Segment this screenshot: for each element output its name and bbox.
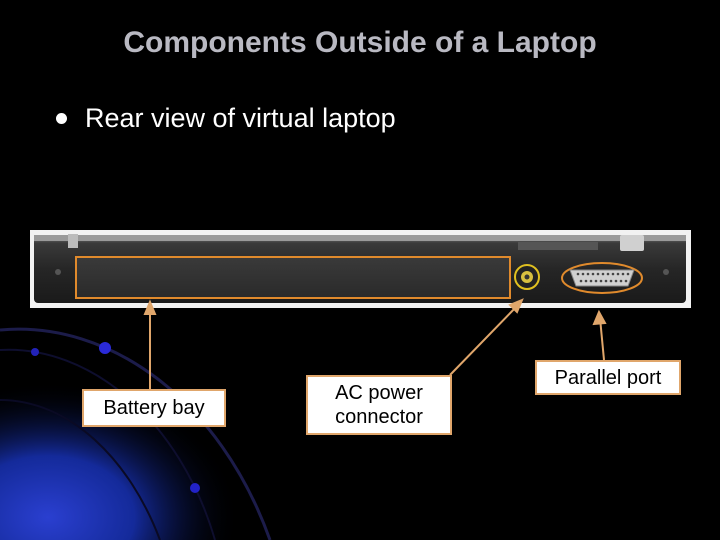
bullet-text: Rear view of virtual laptop xyxy=(85,103,396,133)
bullet-dot-icon xyxy=(56,113,67,124)
slide-title: Components Outside of a Laptop xyxy=(123,26,597,59)
parallel-port-callout: Parallel port xyxy=(535,360,681,395)
battery-bay-callout: Battery bay xyxy=(82,389,226,427)
bullet-item: Rear view of virtual laptop xyxy=(56,103,396,134)
ac-power-connector-callout: AC power connector xyxy=(306,375,452,435)
laptop-rear-view-image xyxy=(30,230,691,308)
